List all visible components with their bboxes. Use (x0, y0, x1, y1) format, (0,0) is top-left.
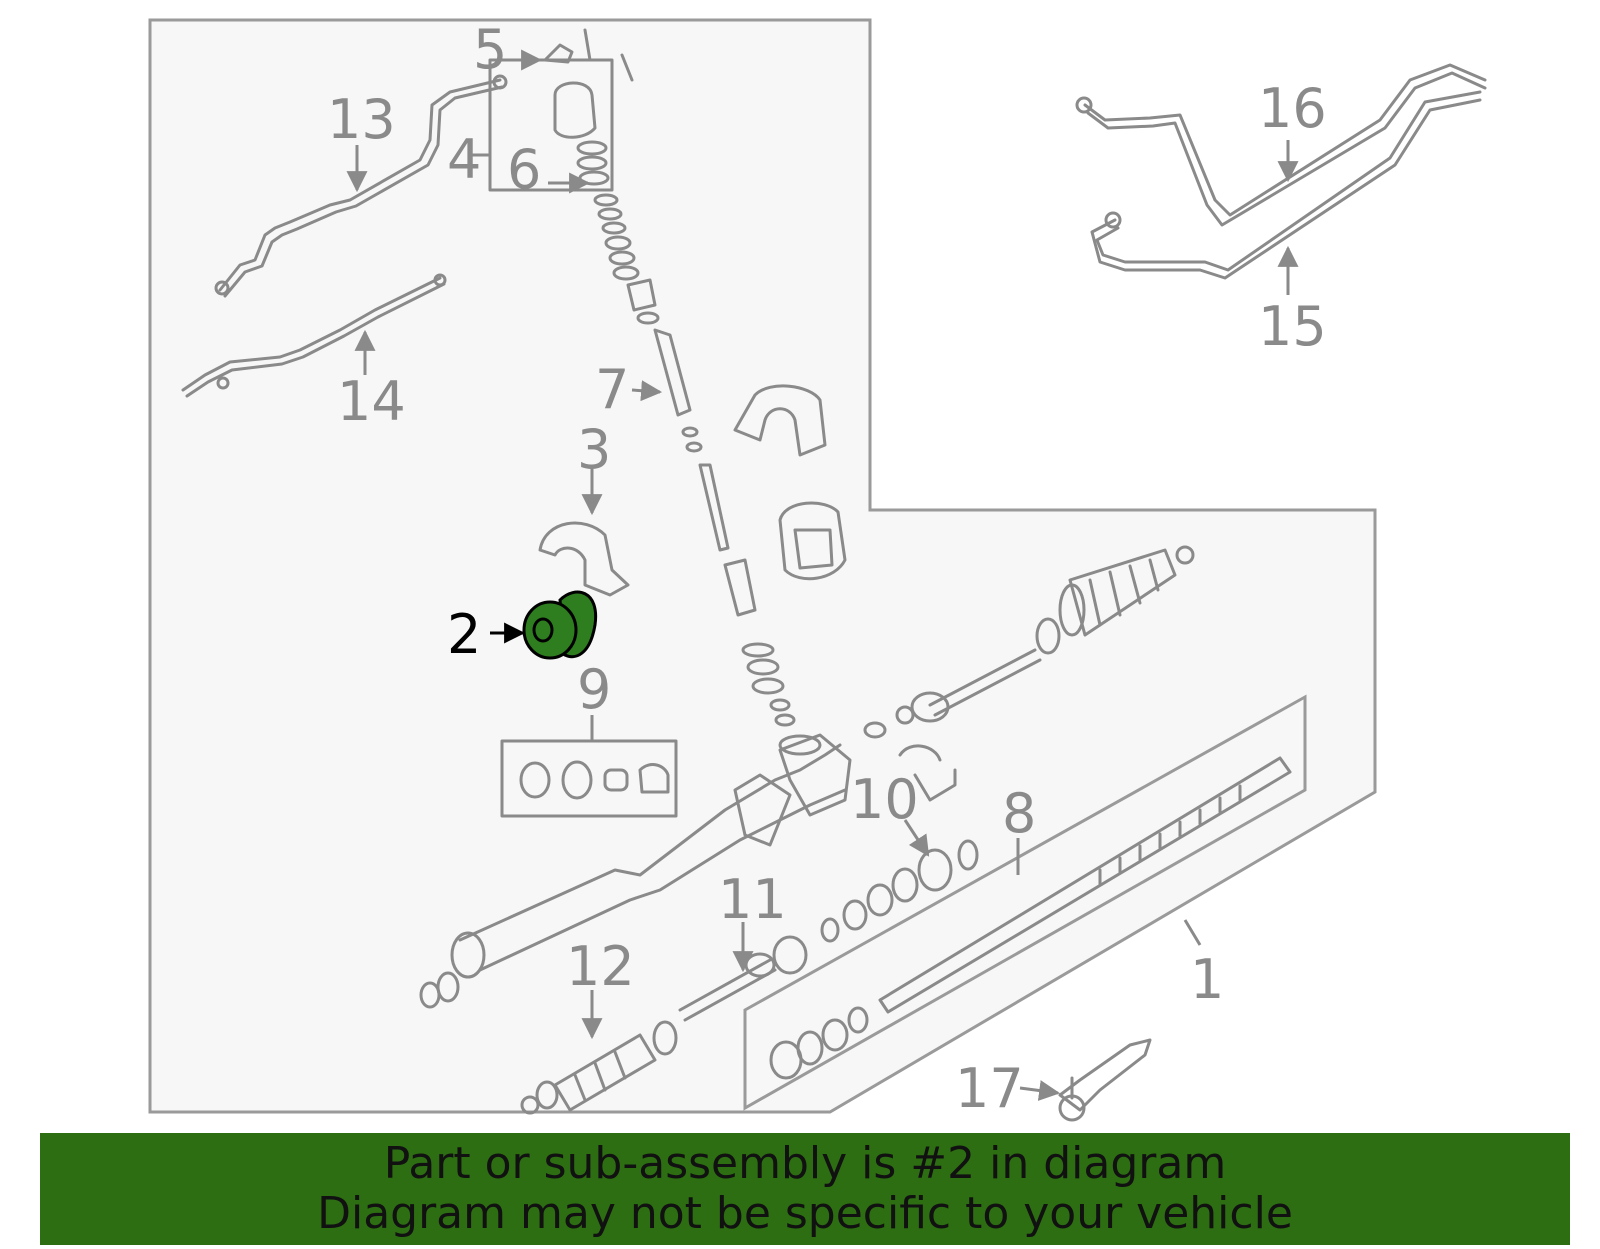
callout-5: 5 (473, 18, 507, 81)
part-2-bushing (522, 590, 598, 660)
callout-2: 2 (447, 603, 481, 666)
leader-lines (346, 49, 1299, 1101)
callout-1: 1 (1190, 948, 1224, 1011)
callout-3: 3 (577, 418, 611, 481)
line-art (181, 28, 1487, 1122)
callout-8: 8 (1002, 782, 1036, 845)
callout-16: 16 (1258, 77, 1327, 140)
callout-9: 9 (577, 658, 611, 721)
callout-12: 12 (566, 935, 635, 998)
callout-15: 15 (1258, 295, 1327, 358)
banner-disclaimer: Diagram may not be specific to your vehi… (317, 1188, 1293, 1239)
callout-4: 4 (447, 128, 481, 191)
callout-7: 7 (595, 358, 629, 421)
callout-11: 11 (718, 868, 787, 931)
callout-17: 17 (955, 1057, 1024, 1120)
callout-13: 13 (327, 88, 396, 151)
callout-14: 14 (337, 370, 406, 433)
info-banner: Part or sub-assembly is #2 in diagram Di… (40, 1133, 1570, 1245)
banner-part-note: Part or sub-assembly is #2 in diagram (383, 1138, 1227, 1189)
callout-6: 6 (507, 138, 541, 201)
callout-10: 10 (850, 768, 919, 831)
